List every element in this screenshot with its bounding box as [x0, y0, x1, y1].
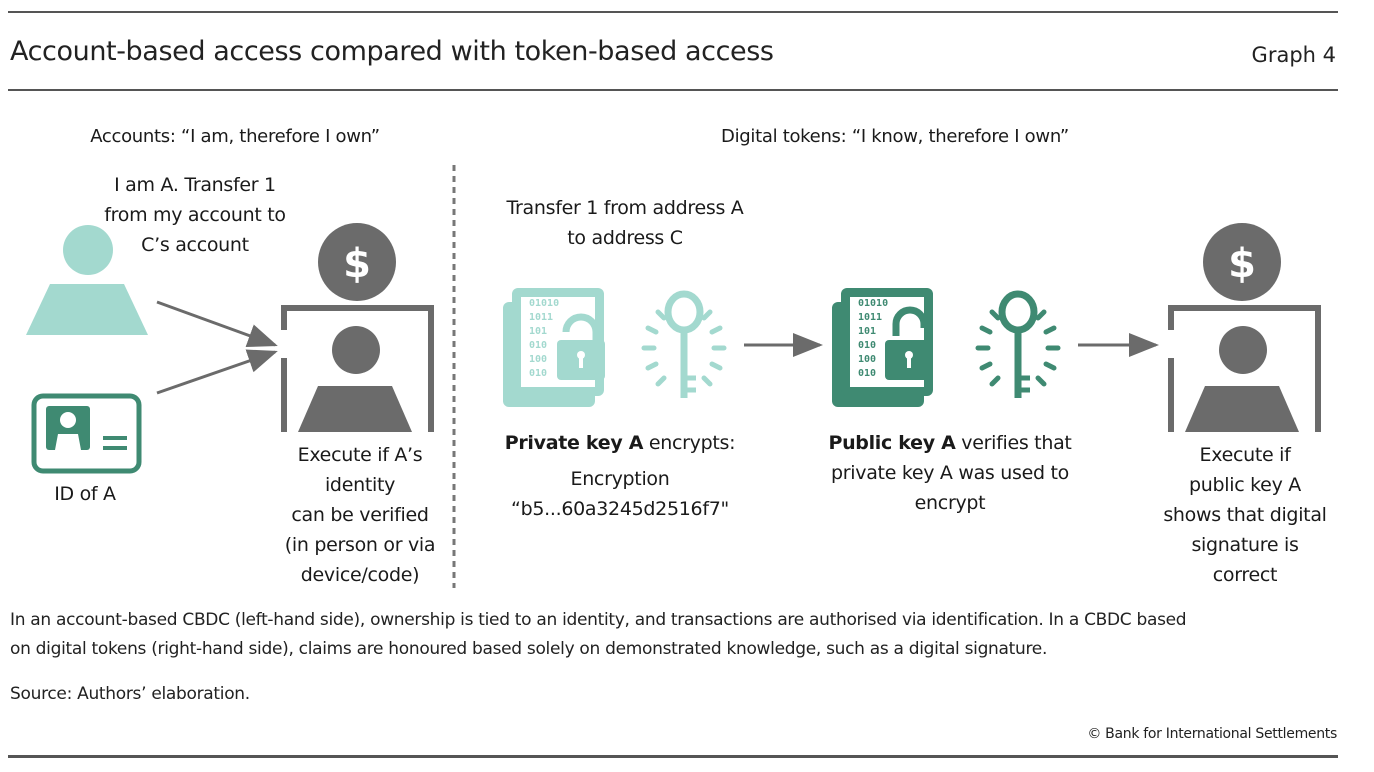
- dollar-left-icon: $: [343, 241, 371, 287]
- source-text: Source: Authors’ elaboration.: [10, 684, 250, 704]
- execute-line: device/code): [300, 564, 420, 586]
- id-card-icon: [31, 393, 142, 474]
- svg-text:010: 010: [858, 368, 876, 379]
- svg-text:1011: 1011: [529, 312, 553, 323]
- svg-text:01010: 01010: [858, 298, 888, 309]
- private-key-icon: [641, 290, 727, 398]
- svg-text:101: 101: [858, 326, 876, 337]
- svg-text:101: 101: [529, 326, 547, 337]
- execute-line: Execute if: [1199, 444, 1291, 466]
- token-execute-text: Execute if public key A shows that digit…: [1145, 440, 1345, 590]
- bottom-rule: [8, 755, 1338, 758]
- encryption-label: Encryption: [570, 468, 670, 490]
- svg-text:010: 010: [529, 368, 547, 379]
- arrow-person-to-bank: [156, 300, 278, 348]
- binary-digits-light: 01010 1011 101 010 100 010: [529, 298, 559, 379]
- execute-line: signature is: [1191, 534, 1299, 556]
- svg-text:01010: 01010: [529, 298, 559, 309]
- private-key-rest: encrypts:: [643, 432, 736, 454]
- execute-line: can be verified: [291, 504, 429, 526]
- svg-text:1011: 1011: [858, 312, 882, 323]
- public-key-bold: Public key A: [828, 432, 956, 454]
- bank-teller-left-icon: [281, 223, 434, 432]
- note-line: on digital tokens (right-hand side), cla…: [10, 639, 1048, 659]
- svg-text:100: 100: [529, 354, 547, 365]
- bank-teller-right-icon: [1168, 223, 1321, 432]
- encrypted-document-icon: [503, 288, 605, 407]
- svg-text:010: 010: [529, 340, 547, 351]
- private-key-line: Private key A encrypts:: [480, 428, 760, 458]
- public-key-icon: [975, 290, 1061, 398]
- execute-line: (in person or via: [284, 534, 436, 556]
- encryption-value: “b5...60a3245d2516f7": [511, 498, 729, 520]
- unlocked-document-icon: [832, 288, 933, 407]
- execute-line: identity: [324, 474, 396, 496]
- person-a-icon: [26, 225, 148, 335]
- request-line: from my account to: [104, 204, 286, 226]
- public-key-rest: private key A was used to: [831, 462, 1069, 484]
- id-label: ID of A: [54, 483, 116, 505]
- binary-digits-dark: 01010 1011 101 010 100 010: [858, 298, 888, 379]
- title-rule: [8, 89, 1338, 91]
- account-request-text: I am A. Transfer 1 from my account to C’…: [70, 170, 320, 260]
- request-line: to address C: [567, 227, 683, 249]
- request-line: Transfer 1 from address A: [506, 197, 744, 219]
- top-rule: [8, 11, 1338, 13]
- tokens-heading: Digital tokens: “I know, therefore I own…: [721, 126, 1069, 147]
- execute-line: shows that digital: [1163, 504, 1327, 526]
- private-key-text: Private key A encrypts: Encryption “b5..…: [480, 428, 760, 524]
- public-key-rest: verifies that: [955, 432, 1072, 454]
- public-key-line: Public key A verifies that: [805, 428, 1095, 458]
- svg-text:010: 010: [858, 340, 876, 351]
- accounts-heading: Accounts: “I am, therefore I own”: [90, 126, 380, 147]
- graph-title: Account-based access compared with token…: [10, 36, 774, 67]
- private-key-bold: Private key A: [504, 432, 644, 454]
- execute-line: public key A: [1189, 474, 1301, 496]
- token-request-text: Transfer 1 from address A to address C: [480, 193, 770, 253]
- graph-note: In an account-based CBDC (left-hand side…: [10, 606, 1187, 664]
- request-line: C’s account: [141, 234, 249, 256]
- account-execute-text: Execute if A’s identity can be verified …: [270, 440, 450, 590]
- note-line: In an account-based CBDC (left-hand side…: [10, 610, 1187, 630]
- public-key-text: Public key A verifies that private key A…: [805, 428, 1095, 518]
- request-line: I am A. Transfer 1: [114, 174, 276, 196]
- execute-line: Execute if A’s: [297, 444, 423, 466]
- arrow-id-to-bank: [156, 349, 278, 395]
- graph-number: Graph 4: [1251, 43, 1336, 67]
- copyright: © Bank for International Settlements: [1087, 726, 1337, 742]
- dollar-right-icon: $: [1228, 241, 1256, 287]
- public-key-rest: encrypt: [914, 492, 986, 514]
- svg-text:100: 100: [858, 354, 876, 365]
- execute-line: correct: [1212, 564, 1278, 586]
